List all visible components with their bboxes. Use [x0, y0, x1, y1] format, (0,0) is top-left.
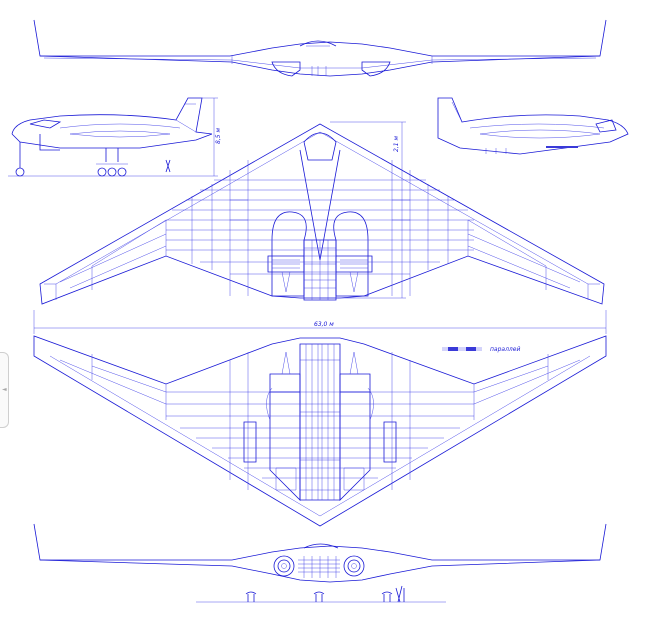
- side-view-left: 8,5 м: [8, 97, 222, 177]
- legend-label: параллей: [490, 346, 520, 353]
- side-view-right: [437, 97, 629, 155]
- front-view-bottom: [33, 523, 607, 603]
- side-height-dimension: 8,5 м: [215, 128, 222, 144]
- wingspan-dimension: 63,0 м: [314, 321, 334, 328]
- chevron-left-icon: ◄: [2, 386, 7, 393]
- plan-view-lower: параллей: [33, 335, 607, 527]
- plan-view-upper: 2,1 м 63,0 м: [33, 121, 607, 334]
- front-height-dimension: 2,1 м: [393, 136, 400, 152]
- front-view-top: [33, 19, 607, 77]
- side-panel-tab[interactable]: ◄: [0, 352, 9, 428]
